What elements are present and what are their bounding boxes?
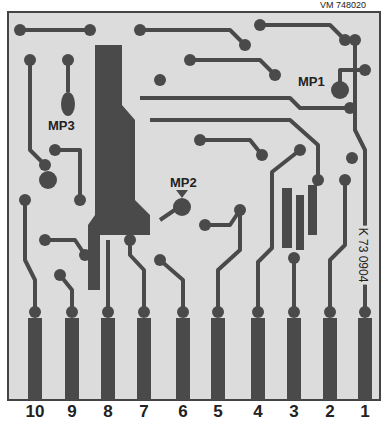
pin-number: 4 [251,403,264,422]
pin-number: 9 [65,403,78,422]
copper-blocks [282,185,317,250]
pin-number: 6 [176,403,189,422]
drawing-number: VM 748020 [318,1,368,11]
pads [14,19,371,318]
traces [20,25,365,312]
board-outline [8,12,380,400]
measuring-point-label: MP1 [296,75,327,89]
board-code: K 73 0904 [355,226,368,285]
measuring-point-label: MP3 [46,119,77,133]
measuring-point-label: MP2 [168,176,199,190]
pin-number: 3 [287,403,300,422]
pin-number: 2 [323,403,336,422]
measuring-points [61,81,349,216]
pin-number: 10 [24,403,47,422]
pin-number: 5 [211,403,224,422]
pin-number: 1 [358,403,371,422]
pin-number: 8 [101,403,114,422]
ground-plane [88,45,150,290]
edge-fingers [28,318,372,400]
pin-number: 7 [137,403,150,422]
